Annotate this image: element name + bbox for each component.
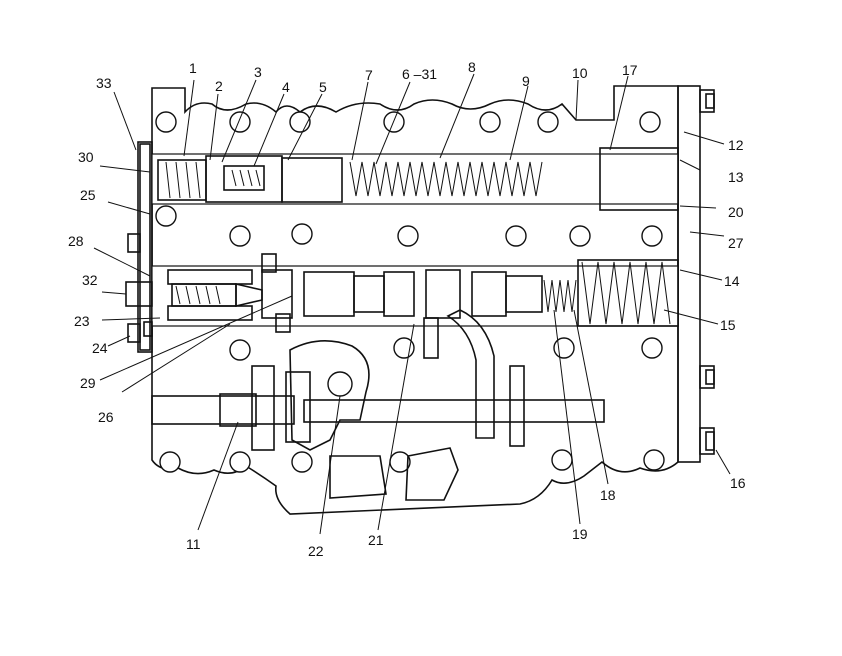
label-21: 21 [368,532,384,548]
label-8: 8 [468,59,476,75]
label-30: 30 [78,149,94,165]
label-9: 9 [522,73,530,89]
label-25: 25 [80,187,96,203]
label-14: 14 [724,273,740,289]
label-13: 13 [728,169,744,185]
label-15: 15 [720,317,736,333]
label-32: 32 [82,272,98,288]
leader-lines [93,73,731,535]
valve-body-housing [151,85,679,515]
label-2: 2 [215,78,223,94]
label-28: 28 [68,233,84,249]
upper-valve-bore [151,147,679,211]
label-19: 19 [572,526,588,542]
label-33: 33 [96,75,112,91]
label-3: 3 [254,64,262,80]
label-11: 11 [186,536,201,552]
label-24: 24 [92,340,108,356]
callout-labels: 33 1 2 3 4 5 7 6 –31 8 9 10 17 30 25 28 … [68,59,746,559]
label-1: 1 [189,60,197,76]
label-29: 29 [80,375,96,391]
label-12: 12 [728,137,744,153]
label-6-31: 6 –31 [402,66,437,82]
label-10: 10 [572,65,588,81]
label-23: 23 [74,313,90,329]
label-18: 18 [600,487,616,503]
label-20: 20 [728,204,744,220]
label-16: 16 [730,475,746,491]
label-4: 4 [282,79,290,95]
label-5: 5 [319,79,327,95]
label-26: 26 [98,409,114,425]
label-27: 27 [728,235,744,251]
bolt-holes [155,111,665,473]
label-22: 22 [308,543,324,559]
lower-passages [151,253,605,501]
left-bolts [127,233,153,343]
label-17: 17 [622,62,638,78]
label-7: 7 [365,67,373,83]
lower-valve-bore [125,259,679,327]
